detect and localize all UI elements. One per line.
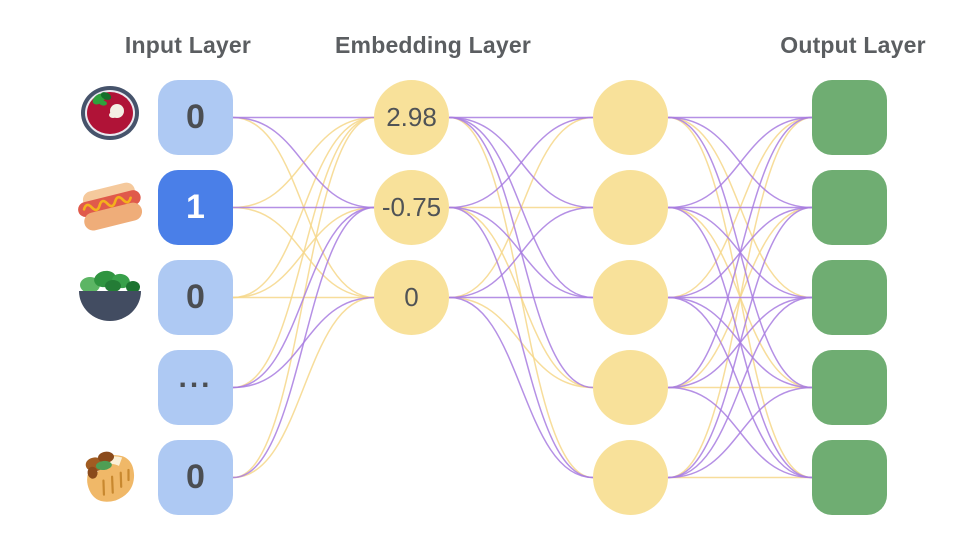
connection-edge [667,116,813,389]
connection-edge [667,206,813,479]
connection-edge [667,296,813,479]
connection-edge [448,206,594,299]
input-node-value: 1 [186,188,205,226]
hidden-node [593,260,668,335]
hot-dog-icon [78,182,143,231]
hidden-node [593,350,668,425]
output-node [812,80,887,155]
salad-icon [79,270,141,321]
connection-edge [232,116,376,209]
input-node: 0 [158,440,233,515]
connection-edge [232,206,376,389]
embedding-node: -0.75 [374,170,449,245]
input-node-value: 0 [186,458,205,496]
connection-edge [232,206,376,479]
output-node [812,350,887,425]
input-node-value: ... [178,360,213,394]
output-layer-title: Output Layer [780,32,926,58]
embedding-node: 0 [374,260,449,335]
embedding-layer-title: Embedding Layer [335,32,531,58]
input-node-value: 0 [186,98,205,136]
input-node: 1 [158,170,233,245]
stuffed-flatbread-icon [85,451,135,502]
connection-edge [448,206,594,479]
connection-edge [448,116,594,299]
connection-edge [667,386,813,479]
output-node [812,260,887,335]
embedding-node-value: 0 [404,282,419,312]
input-node: 0 [158,260,233,335]
hidden-node [593,170,668,245]
embedding-node-value: -0.75 [381,192,442,222]
output-node [812,170,887,245]
connection-edge [232,116,376,389]
input-node: 0 [158,80,233,155]
connection-edge [448,296,594,479]
hidden-node [593,440,668,515]
output-node [812,440,887,515]
connection-edge [448,116,594,209]
connection-edge [667,116,813,209]
input-node-value: 0 [186,278,205,316]
input-layer-title: Input Layer [124,32,252,58]
borscht-icon [81,86,139,140]
embedding-node: 2.98 [374,80,449,155]
hidden-node [593,80,668,155]
embedding-node-value: 2.98 [386,102,437,132]
input-node: ... [158,350,233,425]
connection-edge [232,296,376,479]
